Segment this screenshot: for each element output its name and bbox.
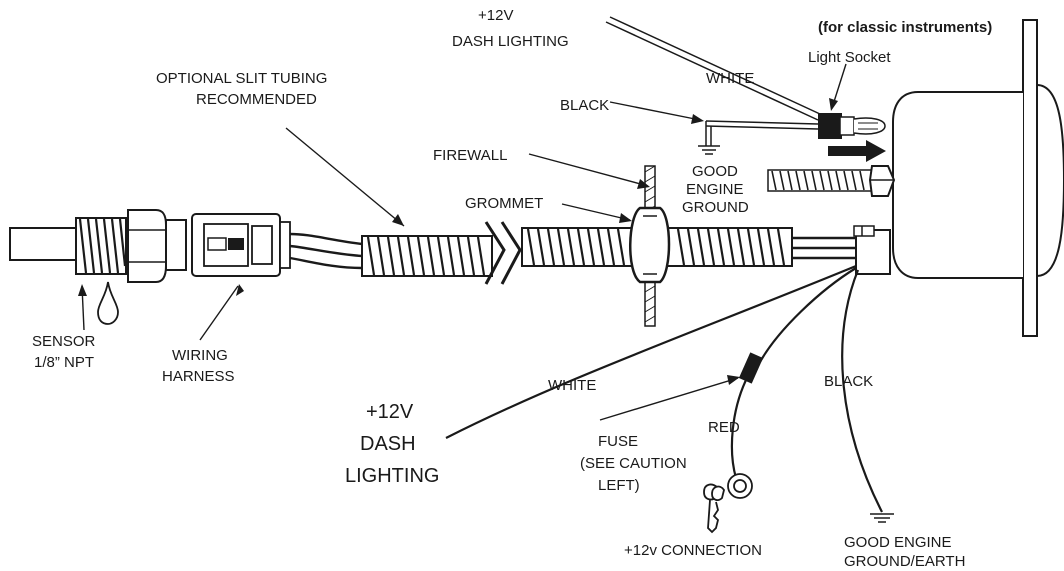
label-sensor-2: 1/8” NPT [34,354,94,371]
gauge-bezel [1022,19,1038,337]
label-dash-lighting-bottom-1: +12V [366,401,414,423]
bottom-wires [445,264,883,513]
label-good-engine-ground-3: GROUND [682,199,749,216]
label-light-socket: Light Socket [808,49,891,66]
label-white-bottom: WHITE [548,377,596,394]
label-good-engine-ground-1: GOOD [692,163,738,180]
label-dash-lighting-bottom-3: LIGHTING [345,465,439,487]
label-ground-earth-2: GROUND/EARTH [844,553,965,570]
label-firewall: FIREWALL [433,147,507,164]
ignition-key-icon [703,473,753,534]
label-fuse-2: (SEE CAUTION [580,455,687,472]
label-wiring-harness-2: HARNESS [162,368,235,385]
harness-wires-right [792,236,856,260]
label-dash-lighting-top-1: +12V [478,7,513,24]
label-white-top: WHITE [706,70,754,87]
label-ground-earth-1: GOOD ENGINE [844,534,952,551]
label-dash-lighting-bottom-2: DASH [360,433,416,455]
gauge-front-dome [1036,84,1064,277]
light-socket [818,113,886,162]
label-black-top: BLACK [560,97,609,114]
slit-tubing-left [361,235,493,277]
label-optional-slit-1: OPTIONAL SLIT TUBING [156,70,327,87]
gauge [892,19,1064,337]
ground-symbol-icon [698,145,720,155]
label-wiring-harness-1: WIRING [172,347,228,364]
fuse-icon [738,352,764,384]
label-black-bottom: BLACK [824,373,873,390]
label-grommet: GROMMET [465,195,543,212]
label-dash-lighting-top-2: DASH LIGHTING [452,33,569,50]
gauge-connector [853,225,891,275]
mounting-stud [767,165,896,197]
label-connection-12v: +12v CONNECTION [624,542,762,559]
label-classic-instruments: (for classic instruments) [818,19,992,36]
socket-body [818,113,842,139]
top-lighting-wires [605,16,821,146]
sensor-hex [127,209,167,283]
wiring-harness-plug [191,213,291,277]
label-sensor-1: SENSOR [32,333,96,350]
insert-arrow-icon [828,140,886,162]
label-good-engine-ground-2: ENGINE [686,181,744,198]
label-fuse-3: LEFT) [598,477,640,494]
sealant-drop-icon [97,281,119,325]
grommet [629,206,671,284]
break-mark-icon [484,221,522,285]
sensor-probe [9,227,77,261]
sensor [9,209,187,325]
bulb-icon [853,117,886,135]
harness-wires-left [289,232,363,270]
ground-symbol-bottom-icon [870,513,894,523]
label-red: RED [708,419,740,436]
arrowheads [78,98,838,385]
gauge-body [892,91,1023,279]
label-optional-slit-2: RECOMMENDED [196,91,317,108]
callout-arrows [81,63,847,421]
stud-nut [868,165,896,197]
label-fuse-1: FUSE [598,433,638,450]
